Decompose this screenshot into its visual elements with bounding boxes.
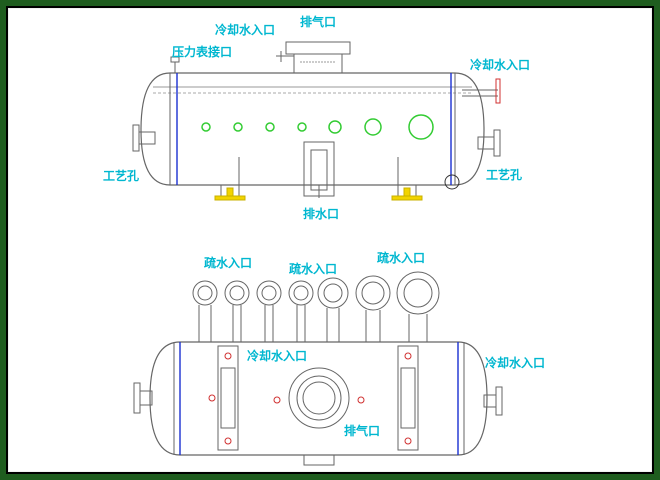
right-process-hole-nozzle — [477, 129, 501, 157]
label-drain-port: 排水口 — [303, 207, 340, 221]
label-cooling-water-inlet-right-top: 冷却水入口 — [470, 58, 531, 72]
bottom-left-saddle — [217, 345, 239, 451]
label-exhaust-port-top: 排气口 — [300, 15, 337, 29]
bottom-right-saddle — [397, 345, 419, 451]
left-head-mark — [208, 394, 216, 402]
detail-callout-circle — [444, 174, 460, 190]
label-drain-inlet-3: 疏水入口 — [377, 251, 426, 265]
top-right-saddle — [391, 157, 423, 201]
label-exhaust-port-bottom: 排气口 — [344, 424, 381, 438]
label-cooling-water-inlet-center: 冷却水入口 — [247, 349, 308, 363]
bottom-vessel — [149, 341, 488, 456]
drain-inlet-row — [192, 271, 440, 342]
label-pressure-gauge-port: 压力表接口 — [172, 45, 233, 59]
top-nozzle-row — [201, 114, 434, 140]
label-drain-inlet-1: 疏水入口 — [204, 256, 253, 270]
drain-outlet-nozzle — [303, 141, 335, 198]
top-left-saddle — [214, 157, 246, 201]
pressure-gauge-nozzle — [170, 56, 180, 73]
bottom-left-nozzle — [133, 382, 153, 414]
drawing-frame — [8, 8, 652, 472]
bottom-drain-stub — [303, 454, 335, 466]
bottom-exhaust-flange — [273, 367, 365, 429]
top-exhaust-nozzle — [276, 41, 351, 74]
top-right-cooling-inlet-pipe — [462, 78, 501, 104]
label-drain-inlet-2: 疏水入口 — [289, 262, 338, 276]
label-cooling-water-inlet-top: 冷却水入口 — [215, 23, 276, 37]
left-process-hole-nozzle — [132, 124, 156, 152]
label-process-hole-left: 工艺孔 — [103, 169, 140, 183]
bottom-right-cooling-nozzle — [483, 386, 503, 416]
label-cooling-water-inlet-right-bottom: 冷却水入口 — [485, 356, 546, 370]
label-process-hole-right: 工艺孔 — [486, 168, 523, 182]
